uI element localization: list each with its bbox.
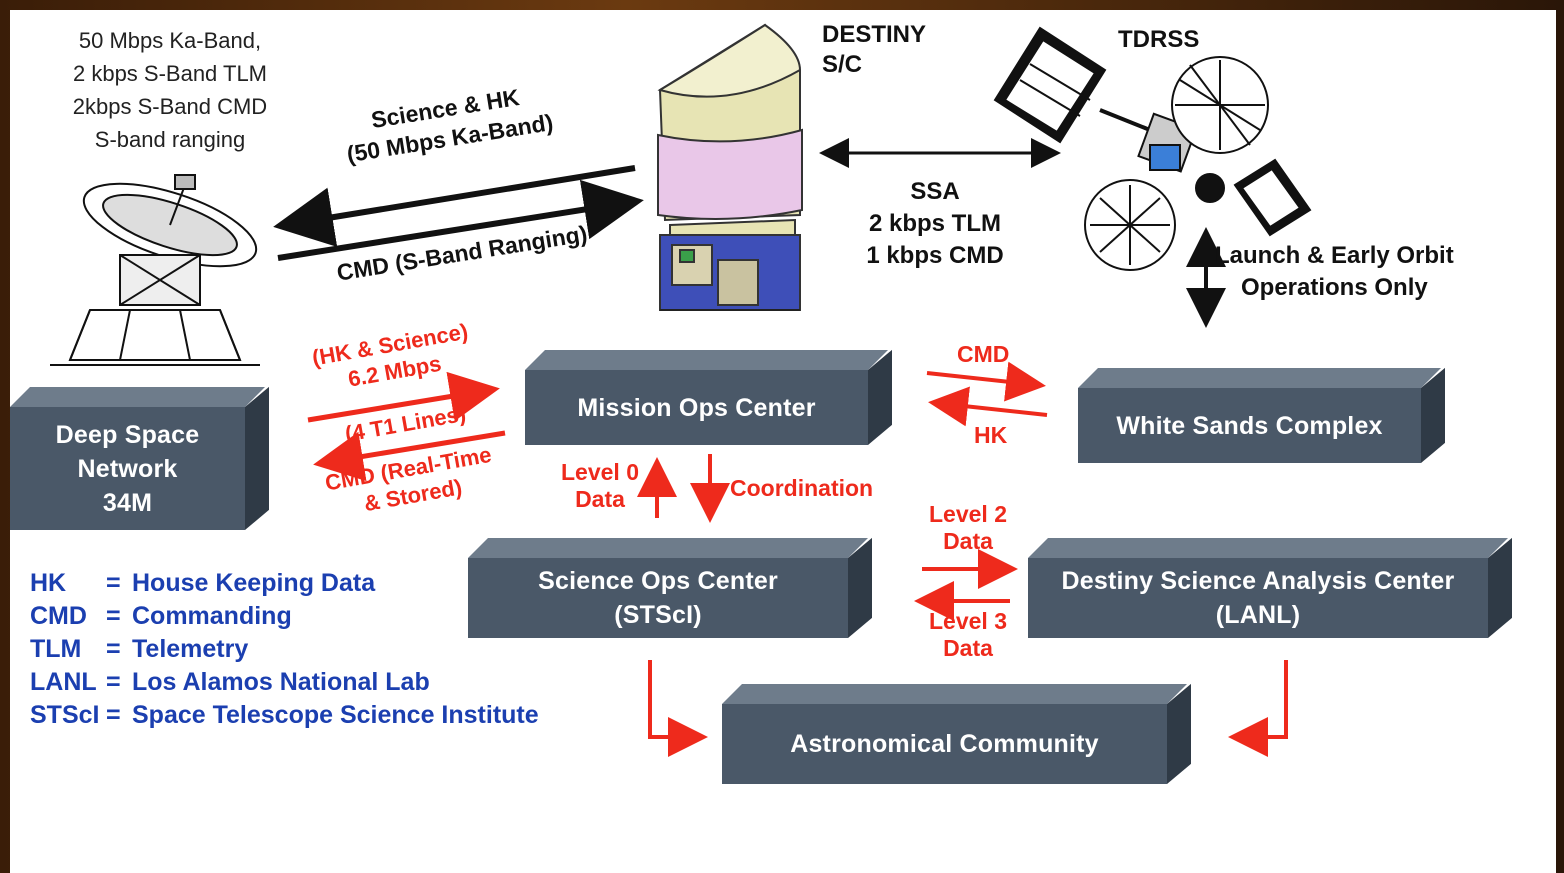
mission-ops-center-label: Mission Ops Center (577, 393, 816, 422)
white-sands-complex-box: White Sands Complex (1078, 367, 1445, 463)
arrow-science-to-dsn (273, 165, 636, 247)
legend-row: STScI=Space Telescope Science Institute (30, 701, 539, 729)
tdrss-satellite-icon (993, 26, 1312, 271)
astronomical-community-label: Astronomical Community (790, 730, 1099, 758)
level3-label: Level 3 Data (929, 608, 1007, 661)
arrow-soc-to-community (648, 660, 708, 757)
level2-label: Level 2 Data (929, 501, 1007, 554)
dish-antenna-icon (50, 174, 260, 366)
astronomical-community-box: Astronomical Community (722, 683, 1191, 784)
cmd-label: CMD (957, 341, 1010, 367)
arrow-cmd-to-dsn (313, 430, 506, 482)
arrow-hk-to-moc (307, 371, 500, 423)
legend-row: HK=House Keeping Data (30, 569, 376, 597)
arrow-hk-to-moc-wsc (928, 386, 1048, 427)
arrow-cmd-to-spacecraft (277, 179, 644, 261)
arrow-dsac-to-community (1228, 660, 1288, 757)
deep-space-network-box: Deep Space Network 34M (10, 386, 269, 530)
legend: HK=House Keeping Data CMD=Commanding TLM… (30, 567, 539, 732)
legend-row: TLM=Telemetry (30, 635, 249, 663)
science-ops-center-box: Science Ops Center (STScI) (468, 537, 872, 638)
ssa-label: SSA 2 kbps TLM 1 kbps CMD (866, 178, 1004, 269)
destiny-science-analysis-center-box: Destiny Science Analysis Center (LANL) (1028, 537, 1512, 638)
link-note: 50 Mbps Ka-Band, 2 kbps S-Band TLM 2kbps… (72, 28, 268, 152)
mission-ops-center-box: Mission Ops Center (525, 349, 892, 445)
destiny-science-analysis-center-label: Destiny Science Analysis Center (LANL) (1061, 567, 1455, 629)
spacecraft-label: DESTINY S/C (822, 21, 927, 78)
arrow-cmd-to-wsc (926, 361, 1046, 402)
deep-space-network-label: Deep Space Network 34M (55, 420, 200, 517)
legend-row: LANL=Los Alamos National Lab (30, 668, 430, 696)
hk-label: HK (974, 422, 1008, 448)
white-sands-complex-label: White Sands Complex (1116, 411, 1383, 440)
diagram-graphics (50, 23, 1312, 757)
spacecraft-icon (657, 23, 803, 311)
launch-label: Launch & Early Orbit Operations Only (1215, 242, 1454, 301)
legend-row: CMD=Commanding (30, 602, 292, 630)
coordination-label: Coordination (730, 475, 874, 501)
level0-label: Level 0 Data (561, 459, 639, 512)
diagram-canvas: 50 Mbps Ka-Band, 2 kbps S-Band TLM 2kbps… (10, 10, 1556, 873)
tdrss-label: TDRSS (1118, 26, 1200, 53)
science-ops-center-label: Science Ops Center (STScI) (538, 567, 778, 629)
